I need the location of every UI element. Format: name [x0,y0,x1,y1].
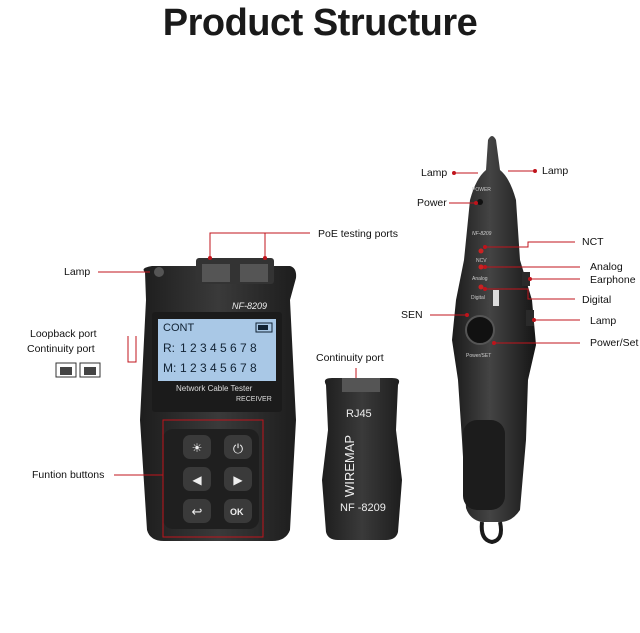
light-button [183,435,211,459]
receiver-label: RECEIVER [236,396,272,403]
probe-button-mark: Power/SET [466,353,492,359]
remote-wiremap-unit [322,378,402,540]
right-button [224,467,252,491]
callout-probe-ncv: NCT [582,236,604,248]
callout-probe-power: Power [417,197,447,209]
svg-text:↩: ↩ [192,505,203,520]
back-button [183,499,211,523]
svg-text:☀: ☀ [192,441,203,455]
digital-led [478,284,484,290]
probe-power-mark: POWER [472,187,491,193]
remote-port-type: RJ45 [346,408,372,420]
callout-continuity-left: Continuity port [27,343,95,355]
callout-probe-analog: Analog [590,261,623,273]
callout-probe-power-set: Power/Set [590,337,639,349]
callout-probe-sen: SEN [401,309,423,321]
callout-lamp-left: Lamp [64,266,91,278]
ok-button-label: OK [230,507,244,517]
remote-name: WIREMAP [342,434,357,498]
probe-analog-mark: Analog [472,276,488,282]
callout-function-buttons: Funtion buttons [32,469,105,481]
screen-row-r-pins: 1 2 3 4 5 6 7 8 [180,341,257,355]
callout-probe-lamp-top-right: Lamp [542,165,569,177]
brand-line: Network Cable Tester [176,384,253,393]
callout-poe: PoE testing ports [318,228,398,240]
power-button [224,435,252,459]
speaker-grille [463,420,505,510]
svg-text:◀: ◀ [192,473,202,487]
side-lamp [526,310,534,326]
screen-mode: CONT [163,322,195,334]
ok-button [224,499,252,523]
callout-continuity-remote: Continuity port [316,352,384,364]
power-led [477,199,483,205]
screen-row-m-pins: 1 2 3 4 5 6 7 8 [180,361,257,375]
remote-model: NF -8209 [340,502,386,514]
rj45-port-icons [55,362,101,378]
analog-led [478,264,484,270]
callout-probe-earphone: Earphone [590,274,636,286]
callout-probe-lamp-side: Lamp [590,315,617,327]
svg-text:▶: ▶ [233,473,243,487]
tracker-probe [452,136,536,545]
poe-port-1 [202,264,230,282]
continuity-port-remote [342,378,380,392]
poe-port-2 [240,264,268,282]
earphone-jack [522,272,530,286]
svg-text:⏻: ⏻ [233,442,243,457]
probe-digital-mark: Digital [471,295,485,301]
probe-ncv-mark: NCV [476,258,487,264]
callout-lines [98,169,580,538]
callout-probe-lamp-top-left: Lamp [421,167,448,179]
callout-loopback: Loopback port [30,328,97,340]
lamp-lens [154,267,164,277]
ncv-led [478,248,484,254]
screen-row-m-prefix: M: [163,361,177,375]
probe-model: NF-8209 [472,231,492,237]
left-button [183,467,211,491]
power-set-button [465,315,495,345]
screen-row-r-prefix: R: [163,341,175,355]
main-tester-unit: ☀ ⏻ ◀ ▶ ↩ [140,258,297,541]
main-unit-model: NF-8209 [232,301,268,311]
page-title: Product Structure [162,2,478,44]
callout-probe-digital: Digital [582,294,612,306]
